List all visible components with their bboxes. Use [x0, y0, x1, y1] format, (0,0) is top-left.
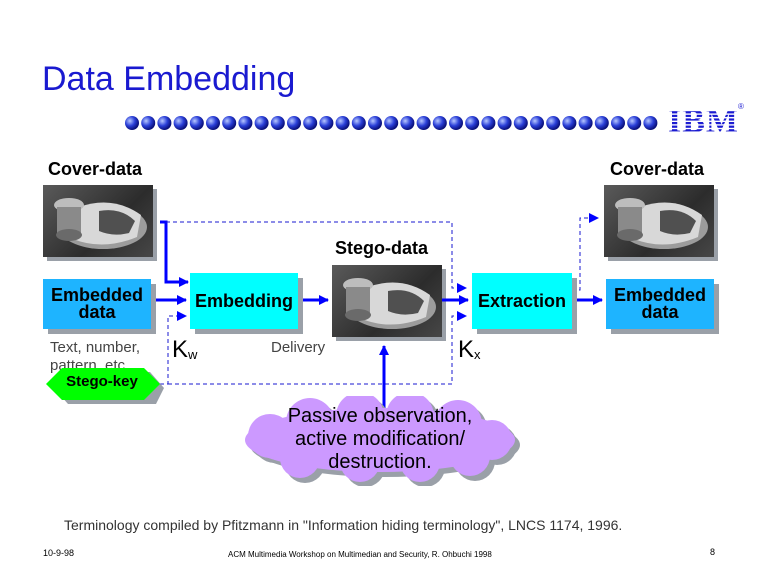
- bead-dot: [173, 116, 188, 130]
- bead-dot: [530, 116, 544, 130]
- stego-key-label: Stego-key: [66, 373, 138, 390]
- stegokey-to-extraction: [168, 311, 467, 385]
- kx-label: Kx: [458, 338, 481, 362]
- extraction-box: Extraction: [472, 273, 572, 329]
- stego-image: [332, 265, 442, 337]
- bead-dot: [611, 116, 625, 130]
- delivery-label: Delivery: [271, 339, 326, 356]
- cover-data-left-label: Cover-data: [48, 159, 143, 179]
- cover-data-right-label: Cover-data: [610, 159, 705, 179]
- bead-dot: [643, 116, 658, 130]
- bead-dot: [319, 116, 334, 130]
- bead-dot: [562, 116, 577, 130]
- kx-main: K: [458, 336, 475, 363]
- kw-main: K: [172, 336, 189, 363]
- bead-dot: [368, 116, 382, 130]
- bead-dot: [384, 116, 399, 130]
- bead-dot: [627, 116, 642, 130]
- bead-dot: [303, 116, 318, 130]
- attack-line3: destruction.: [328, 451, 432, 473]
- bead-dot: [513, 116, 528, 130]
- bead-dot: [222, 116, 237, 130]
- registered-mark: ®: [738, 102, 744, 111]
- embedded-data-right-line2: data: [641, 302, 679, 322]
- reference-text: Terminology compiled by Pfitzmann in "In…: [64, 517, 623, 533]
- cover-image-right: [604, 185, 714, 257]
- bead-dot: [449, 116, 463, 130]
- bead-dot: [546, 116, 561, 130]
- stego-data-label: Stego-data: [335, 238, 429, 258]
- kw-sub: w: [188, 347, 198, 362]
- extraction-to-cover-dashed: [572, 213, 599, 291]
- cover-dashed-to-extraction: [166, 221, 467, 293]
- kw-label: Kw: [172, 338, 197, 362]
- bead-divider: [125, 116, 658, 130]
- embedded-data-left-line1: Embedded: [50, 285, 143, 305]
- attack-line1: Passive observation,: [287, 405, 473, 427]
- bead-dot: [157, 116, 172, 130]
- bead-dot: [238, 116, 253, 130]
- ibm-logo-text: IBM: [668, 104, 739, 134]
- bead-dot: [481, 116, 496, 130]
- bead-dot: [206, 116, 220, 130]
- footer-date: 10-9-98: [43, 548, 75, 558]
- bead-dot: [465, 116, 480, 130]
- stegokey-to-embedding: [160, 311, 187, 385]
- bead-dot: [270, 116, 285, 130]
- attack-line2: active modification/: [294, 428, 466, 450]
- ibm-logo: IBM ®: [668, 102, 744, 140]
- payload-types-line1: Text, number,: [50, 339, 141, 356]
- attack-cloud: Passive observation, active modification…: [230, 396, 530, 486]
- cover-to-embedding-arrow: [160, 220, 189, 287]
- bead-dot: [400, 116, 415, 130]
- footer-page-number: 8: [710, 547, 716, 557]
- attack-text: Passive observation, active modification…: [230, 405, 530, 474]
- bead-dot: [254, 116, 269, 130]
- embedded-data-right-line1: Embedded: [613, 285, 706, 305]
- bead-dot: [287, 116, 301, 130]
- bead-dot: [432, 116, 447, 130]
- cover-image-left: [43, 185, 153, 257]
- bead-dot: [335, 116, 350, 130]
- embedding-label: Embedding: [195, 290, 293, 311]
- bead-dot: [594, 116, 609, 130]
- stego-key-shape: Stego-key: [44, 368, 164, 404]
- extraction-label: Extraction: [477, 290, 567, 311]
- slide-title: Data Embedding: [42, 60, 296, 98]
- embedded-data-left-line2: data: [78, 302, 116, 322]
- bead-dot: [189, 116, 204, 130]
- bead-dot: [125, 116, 139, 130]
- cloud-icon: [245, 396, 520, 486]
- bead-dot: [416, 116, 431, 130]
- kx-sub: x: [474, 347, 481, 362]
- bead-dot: [351, 116, 366, 130]
- bead-dot: [141, 116, 156, 130]
- bead-dot: [497, 116, 512, 130]
- embedding-box: Embedding: [190, 273, 298, 329]
- footer-venue: ACM Multimedia Workshop on Multimedian a…: [228, 550, 492, 559]
- bead-dot: [578, 116, 593, 130]
